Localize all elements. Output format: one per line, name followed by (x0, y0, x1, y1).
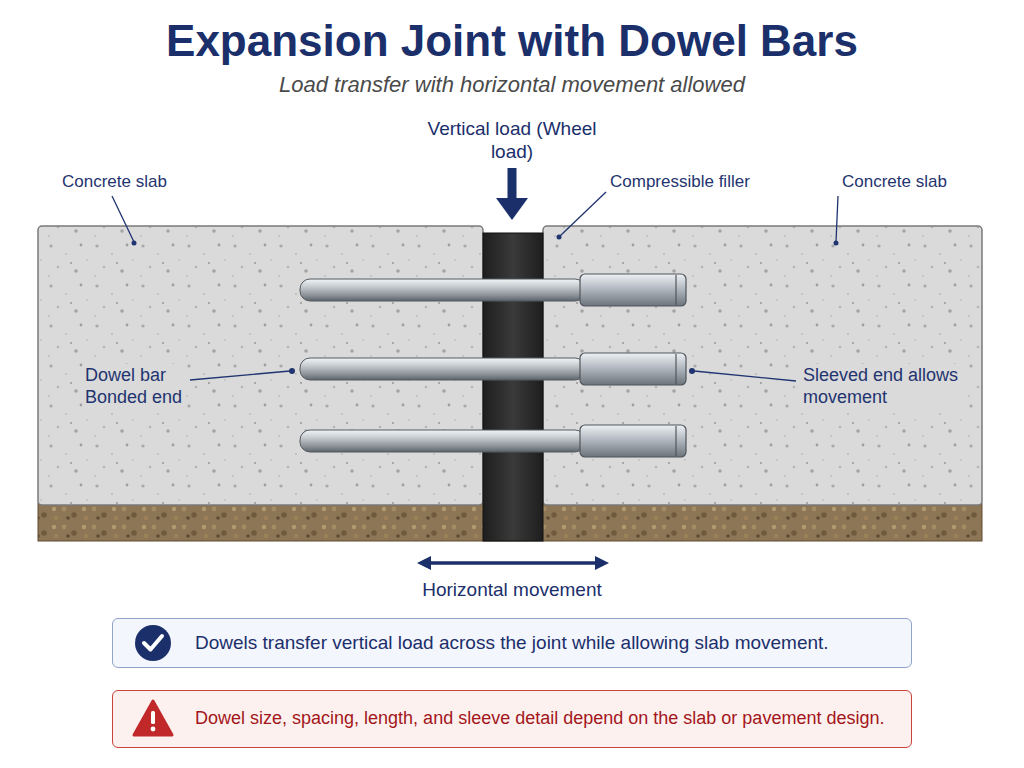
filler-label: Compressible filler (610, 172, 810, 193)
diagram-title: Expansion Joint with Dowel Bars (0, 16, 1024, 66)
sleeve-label: Sleeved end allows movement (800, 364, 962, 410)
check-icon (131, 621, 175, 665)
warning-icon (131, 697, 175, 741)
subtitle: Load transfer with horizontal movement a… (162, 72, 862, 99)
slab-label: Concrete slab (62, 172, 232, 193)
slab-label: Concrete slab (842, 172, 992, 193)
warning-box: Dowel size, spacing, length, and sleeve … (112, 690, 912, 748)
note-text: Dowel size, spacing, length, and sleeve … (195, 707, 895, 730)
dowel-label: Dowel bar Bonded end (82, 364, 186, 410)
note-box: Dowels transfer vertical load across the… (112, 618, 912, 668)
load-label: Vertical load (Wheel load) (427, 117, 597, 163)
note-text: Dowels transfer vertical load across the… (195, 631, 895, 656)
movement-label: Horizontal movement (362, 578, 662, 601)
